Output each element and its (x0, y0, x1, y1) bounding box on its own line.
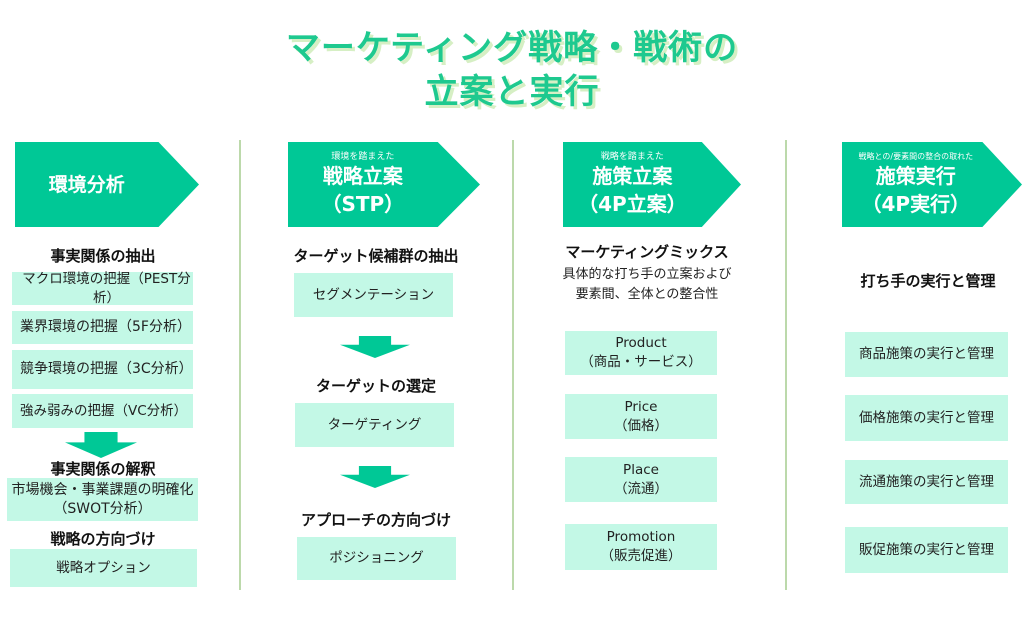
divider (785, 140, 787, 590)
chevron-subtitle: （STP） (321, 191, 405, 216)
chevron-title: 戦略立案 (322, 163, 403, 188)
section-heading: 戦略の方向づけ (50, 530, 156, 548)
item-box: 商品施策の実行と管理 (845, 332, 1008, 377)
chevron-strategy-planning: 環境を踏まえた 戦略立案 （STP） (288, 142, 480, 227)
down-arrow-icon (65, 432, 137, 458)
item-box-promotion: Promotion （販売促進） (565, 524, 717, 570)
item-box-product: Product （商品・サービス） (565, 331, 717, 375)
item-text: 強み弱みの把握（VC分析） (20, 402, 188, 419)
item-text: （販売促進） (600, 548, 682, 564)
item-text: Promotion (606, 529, 676, 545)
section-heading: マーケティングミックス (565, 243, 729, 261)
item-text: 業界環境の把握（5F分析） (20, 319, 191, 335)
section-heading: 打ち手の実行と管理 (860, 272, 996, 290)
chevron-subtitle: （4P立案） (578, 191, 687, 216)
title-line-2: 立案と実行 (424, 72, 600, 112)
chevron-tactics-planning: 戦略を踏まえた 施策立案 （4P立案） (563, 142, 741, 227)
chevron-caption: 戦略との/要素間の整合の取れた (858, 151, 974, 161)
item-box-place: Place （流通） (565, 457, 717, 502)
item-text: 市場機会・事業課題の明確化 (11, 481, 194, 498)
down-arrow-icon (340, 466, 410, 488)
chevron-tactics-execution: 戦略との/要素間の整合の取れた 施策実行 （4P実行） (842, 142, 1022, 227)
item-box: 流通施策の実行と管理 (845, 460, 1008, 504)
section-heading: ターゲットの選定 (315, 377, 437, 395)
chevron-caption: 戦略を踏まえた (600, 151, 664, 162)
section-description: 具体的な打ち手の立案および (562, 267, 732, 282)
item-text: マクロ環境の把握（PEST分析） (22, 270, 191, 306)
item-text: 商品施策の実行と管理 (859, 346, 994, 362)
down-arrow-icon (340, 336, 410, 358)
item-text: 価格施策の実行と管理 (859, 409, 994, 426)
item-text: 競争環境の把握（3C分析） (20, 361, 193, 377)
chevron-subtitle: （4P実行） (861, 191, 971, 216)
item-text: （商品・サービス） (580, 354, 702, 370)
item-text: Place (623, 461, 659, 478)
item-text: （SWOT分析） (53, 500, 152, 517)
item-box: 業界環境の把握（5F分析） (12, 311, 193, 344)
item-text: Price (624, 398, 658, 415)
item-text: セグメンテーション (312, 286, 435, 303)
chevron-title: 施策立案 (592, 163, 673, 188)
title-line-1: マーケティング戦略・戦術の (285, 28, 739, 68)
section-heading: 事実関係の抽出 (50, 247, 156, 265)
chevron-title: 施策実行 (875, 163, 956, 188)
item-text: ターゲティング (327, 416, 422, 433)
chevron-caption: 環境を踏まえた (331, 151, 395, 162)
item-box: 市場機会・事業課題の明確化 （SWOT分析） (7, 478, 198, 521)
item-text: （流通） (614, 480, 668, 497)
item-box: 強み弱みの把握（VC分析） (12, 394, 193, 428)
section-heading: アプローチの方向づけ (300, 511, 452, 529)
item-box: ポジショニング (297, 537, 456, 580)
section-heading: ターゲット候補群の抽出 (293, 247, 459, 265)
divider (512, 140, 514, 590)
divider (239, 140, 241, 590)
item-text: 戦略オプション (56, 559, 151, 576)
item-box: 販促施策の実行と管理 (845, 527, 1008, 573)
chevron-title: 環境分析 (48, 173, 125, 196)
section-description: 要素間、全体との整合性 (575, 287, 719, 302)
item-box: セグメンテーション (294, 273, 453, 317)
item-box: 競争環境の把握（3C分析） (12, 350, 193, 389)
item-box: 価格施策の実行と管理 (845, 395, 1008, 441)
chevron-environment-analysis: 環境分析 (15, 142, 199, 227)
item-text: 販促施策の実行と管理 (859, 541, 994, 558)
item-box-price: Price （価格） (565, 394, 717, 439)
item-box: ターゲティング (295, 403, 454, 447)
item-text: ポジショニング (329, 550, 424, 566)
item-box: マクロ環境の把握（PEST分析） (12, 270, 193, 306)
item-box: 戦略オプション (10, 549, 197, 587)
section-heading: 事実関係の解釈 (50, 460, 156, 478)
item-text: Product (615, 335, 667, 351)
item-text: 流通施策の実行と管理 (859, 473, 994, 490)
item-text: （価格） (614, 417, 668, 434)
